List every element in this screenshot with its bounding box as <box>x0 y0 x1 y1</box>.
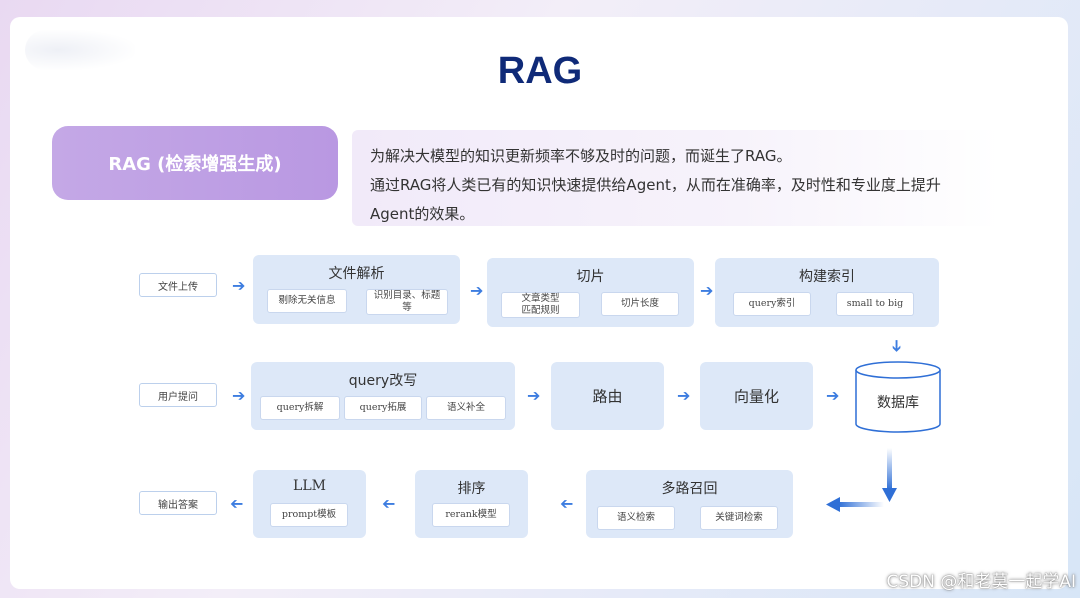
rewrite-chip: query拓展 <box>344 396 422 420</box>
arrow-right-icon: ➔ <box>527 386 541 405</box>
chunk-title: 切片 <box>576 269 605 285</box>
arrow-left-icon: ➔ <box>382 494 396 513</box>
rank-title: 排序 <box>457 481 486 497</box>
page-title: RAG <box>497 50 583 92</box>
rewrite-chip: query拆解 <box>260 396 340 420</box>
chunk-chip: 文章类型 匹配规则 <box>501 292 580 318</box>
watermark: CSDN @和老莫一起学AI <box>886 572 1076 592</box>
arrow-right-icon: ➔ <box>232 276 246 295</box>
database-icon <box>855 361 941 433</box>
parse-chip: 剔除无关信息 <box>267 289 347 313</box>
index-box: 构建索引 query索引 small to big <box>715 258 939 327</box>
arrow-right-icon: ➔ <box>677 386 691 405</box>
description-line: Agent的效果。 <box>370 205 475 223</box>
arrow-right-icon: ➔ <box>232 386 246 405</box>
multi-recall-title: 多路召回 <box>661 481 718 497</box>
query-rewrite-box: query改写 query拆解 query拓展 语义补全 <box>251 362 515 430</box>
parse-chip: 识别目录、标题 等 <box>366 289 448 315</box>
multi-recall-box: 多路召回 语义检索 关键词检索 <box>586 470 793 538</box>
file-parse-title: 文件解析 <box>328 266 385 282</box>
index-chip: small to big <box>836 292 914 316</box>
arrow-right-icon: ➔ <box>826 386 840 405</box>
arrow-right-icon: ➔ <box>470 281 484 300</box>
arrow-right-icon: ➔ <box>700 281 714 300</box>
llm-chip: prompt模板 <box>270 503 348 527</box>
route-title: 路由 <box>592 387 623 406</box>
rank-box: 排序 rerank模型 <box>415 470 528 538</box>
recall-chip: 语义检索 <box>597 506 675 530</box>
rag-label: RAG (检索增强生成) <box>52 126 338 200</box>
description-line: 通过RAG将人类已有的知识快速提供给Agent，从而在准确率，及时性和专业度上提… <box>370 176 941 194</box>
file-upload-node: 文件上传 <box>139 273 217 297</box>
route-box: 路由 <box>551 362 664 430</box>
arrow-left-icon: ➔ <box>560 494 574 513</box>
query-rewrite-title: query改写 <box>348 373 418 389</box>
rewrite-chip: 语义补全 <box>426 396 506 420</box>
chunk-chip: 切片长度 <box>601 292 679 316</box>
arrow-down-icon: ➔ <box>887 339 907 353</box>
database-label: 数据库 <box>877 395 919 411</box>
rag-description: 为解决大模型的知识更新频率不够及时的问题，而诞生了RAG。 通过RAG将人类已有… <box>352 130 1000 226</box>
index-title: 构建索引 <box>799 269 855 285</box>
connector-arrow <box>826 448 897 512</box>
vectorize-box: 向量化 <box>700 362 813 430</box>
llm-title: LLM <box>293 478 326 494</box>
arrow-left-icon: ➔ <box>230 494 244 513</box>
logo <box>25 30 135 70</box>
description-line: 为解决大模型的知识更新频率不够及时的问题，而诞生了RAG。 <box>370 147 792 165</box>
vectorize-title: 向量化 <box>733 387 779 406</box>
llm-box: LLM prompt模板 <box>253 470 366 538</box>
rank-chip: rerank模型 <box>432 503 510 527</box>
file-parse-box: 文件解析 剔除无关信息 识别目录、标题 等 <box>253 255 460 324</box>
chunk-box: 切片 文章类型 匹配规则 切片长度 <box>487 258 694 327</box>
user-question-node: 用户提问 <box>139 383 217 407</box>
index-chip: query索引 <box>733 292 811 316</box>
output-answer-node: 输出答案 <box>139 491 217 515</box>
recall-chip: 关键词检索 <box>700 506 778 530</box>
